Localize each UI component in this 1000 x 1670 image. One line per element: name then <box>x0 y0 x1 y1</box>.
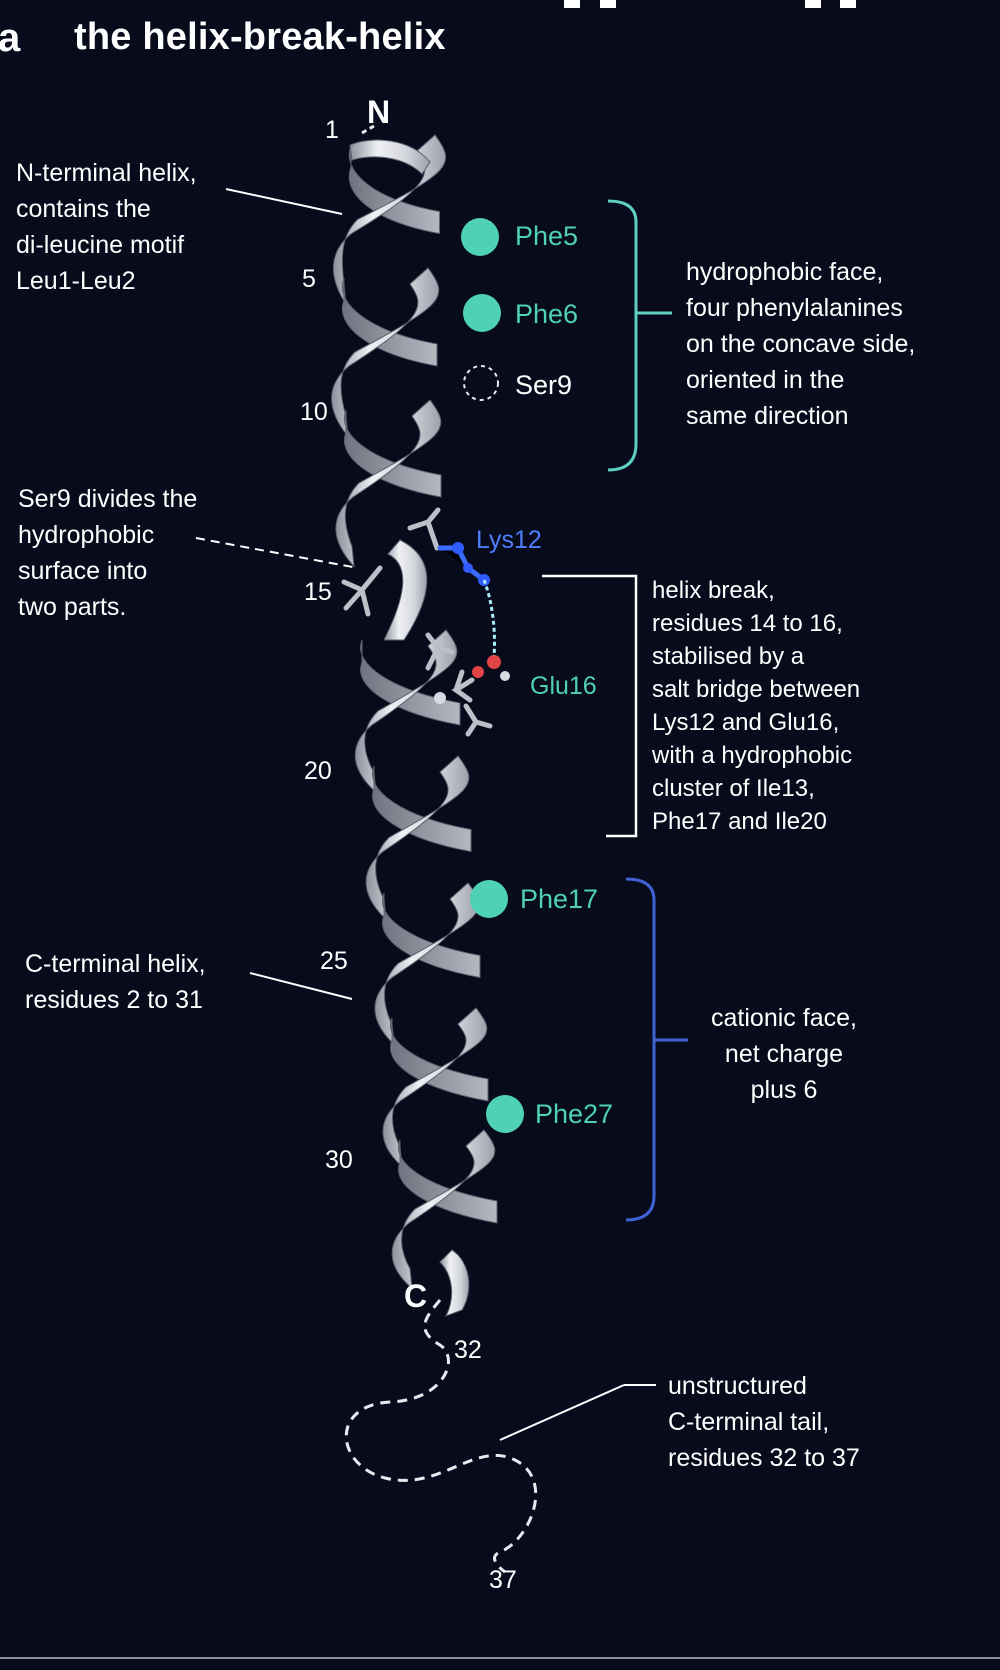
ribbon-back-segment <box>344 409 442 498</box>
salt-bridge <box>482 579 496 657</box>
ribbon-c-end <box>439 1249 470 1317</box>
ribbon-back-segment <box>372 765 472 853</box>
figure-title: the helix-break-helix <box>74 16 446 58</box>
cationic-face-bracket <box>625 877 688 1222</box>
n-terminal-helix-annotation: N-terminal helix, contains the di-leucin… <box>16 159 197 295</box>
ribbon-back-segment <box>390 1017 489 1102</box>
residue-number: 5 <box>302 265 316 293</box>
residue-number: 1 <box>325 116 339 144</box>
cationic-face-annotation: cationic face, net charge plus 6 <box>711 1004 857 1104</box>
unstructured-tail-annotation: unstructured C-terminal tail, residues 3… <box>668 1372 860 1472</box>
ser9-annotation: Ser9 divides the hydrophobic surface int… <box>18 485 198 621</box>
alpha-helix-ribbon <box>331 134 498 1317</box>
ser9-label: Ser9 <box>515 370 573 400</box>
phe17-marker <box>470 880 508 918</box>
unstructured-tail <box>344 1299 538 1574</box>
helix-break-bracket <box>542 574 638 838</box>
residue-number: 15 <box>304 578 332 606</box>
helix-break-annotation: helix break, residues 14 to 16, stabilis… <box>652 577 861 835</box>
side-chain-sticks <box>341 507 493 737</box>
ribbon-back-segment <box>348 144 440 235</box>
phe17-label: Phe17 <box>520 884 599 914</box>
ser9-marker <box>463 365 499 401</box>
ribbon-back-segment <box>360 639 461 726</box>
panel-letter: a <box>0 16 21 60</box>
phe27-label: Phe27 <box>535 1099 614 1129</box>
lys12-label: Lys12 <box>476 526 542 554</box>
glu16-label: Glu16 <box>530 672 597 700</box>
phe27-marker <box>486 1095 524 1133</box>
residue-number: 10 <box>300 398 328 426</box>
glu16-atoms <box>434 655 510 704</box>
helix-break-linker <box>383 539 428 641</box>
residue-number: 25 <box>320 947 348 975</box>
c-terminal-helix-annotation: C-terminal helix, residues 2 to 31 <box>25 950 206 1014</box>
ribbon-n-cap <box>349 139 431 175</box>
phe6-label: Phe6 <box>515 299 579 329</box>
hydrophobic-face-annotation: hydrophobic face, four phenylalanines on… <box>686 258 916 430</box>
hydrophobic-face-bracket <box>607 199 672 472</box>
c-terminus-label: C <box>404 1278 428 1314</box>
ribbon-front-segment <box>391 1129 496 1290</box>
residue-number: 37 <box>489 1566 517 1594</box>
phe6-marker <box>463 294 501 332</box>
bottom-rule <box>0 1657 1000 1659</box>
residue-number: 30 <box>325 1146 353 1174</box>
leader-tail <box>499 1384 625 1441</box>
lys12-side-chain <box>437 545 487 583</box>
leader-n-helix <box>225 188 343 215</box>
residue-number: 32 <box>454 1336 482 1364</box>
leader-ser9 <box>195 537 359 569</box>
ribbon-back-segment <box>398 1139 498 1224</box>
ribbon-front-segment <box>335 399 442 568</box>
ribbon-back-segment <box>341 277 438 367</box>
phe5-label: Phe5 <box>515 221 579 251</box>
phe5-marker <box>461 218 499 256</box>
n-terminus-dashes <box>361 124 375 135</box>
ribbon-back-segment <box>382 892 481 979</box>
leader-c-helix <box>249 972 353 1000</box>
cropped-title-fragment <box>0 0 1000 8</box>
residue-number: 20 <box>304 757 332 785</box>
n-terminus-label: N <box>367 94 391 130</box>
